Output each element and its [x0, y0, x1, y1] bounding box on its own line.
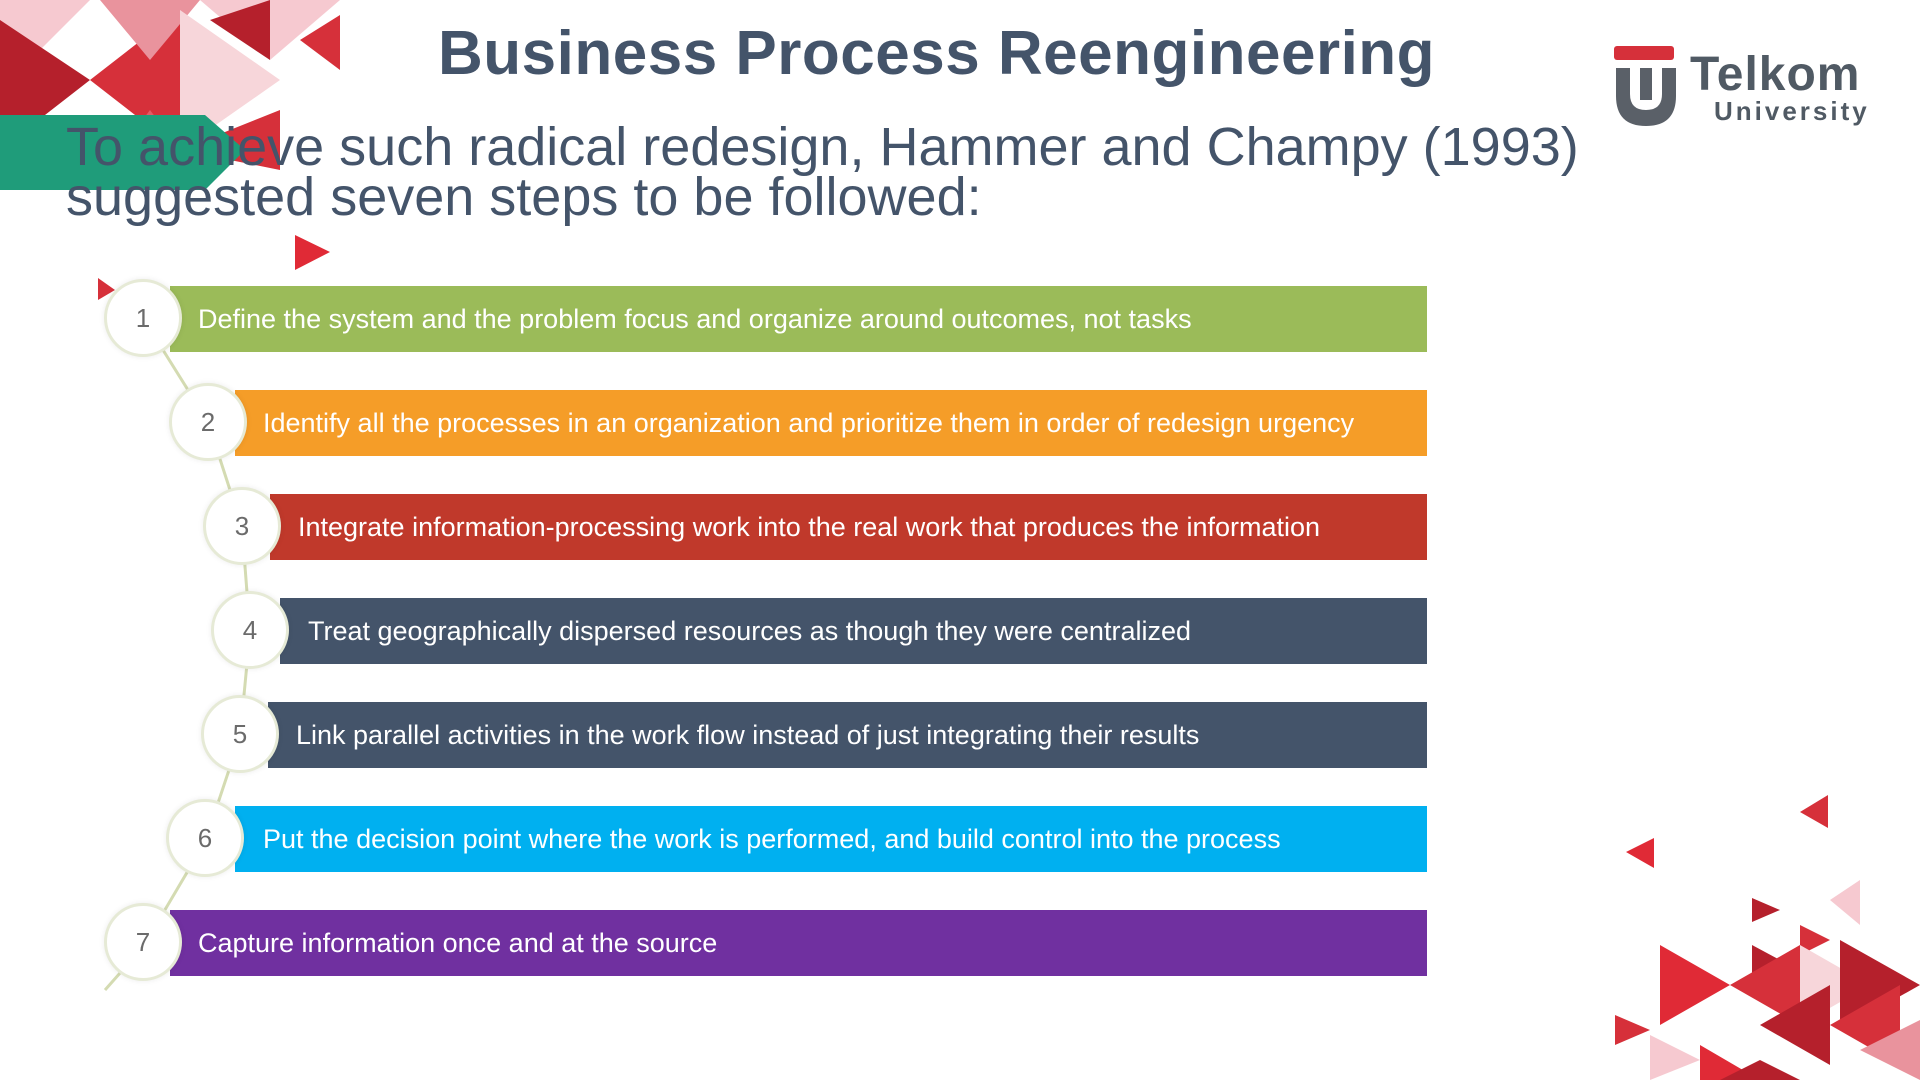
slide-subtitle: To achieve such radical redesign, Hammer…: [66, 117, 1579, 227]
step-text: Define the system and the problem focus …: [198, 303, 1192, 334]
step-bar-7: Capture information once and at the sour…: [170, 910, 1427, 976]
telkom-logo-icon: [1614, 46, 1676, 126]
step-text: Put the decision point where the work is…: [263, 823, 1281, 854]
step-bar-5: Link parallel activities in the work flo…: [268, 702, 1427, 768]
step-text: Link parallel activities in the work flo…: [296, 719, 1200, 750]
step-bar-1: Define the system and the problem focus …: [170, 286, 1427, 352]
step-number-6: 6: [166, 799, 244, 877]
step-number-2: 2: [169, 383, 247, 461]
step-text: Treat geographically dispersed resources…: [308, 615, 1191, 646]
step-number-1: 1: [104, 279, 182, 357]
step-bar-4: Treat geographically dispersed resources…: [280, 598, 1427, 664]
step-text: Integrate information-processing work in…: [298, 511, 1321, 542]
step-number-3: 3: [203, 487, 281, 565]
logo-name: Telkom: [1690, 48, 1861, 101]
step-text: Capture information once and at the sour…: [198, 927, 718, 958]
step-bar-2: Identify all the processes in an organiz…: [235, 390, 1427, 456]
step-bar-3: Integrate information-processing work in…: [270, 494, 1427, 560]
step-bar-6: Put the decision point where the work is…: [235, 806, 1427, 872]
step-number-4: 4: [211, 591, 289, 669]
logo-subtitle: University: [1714, 96, 1870, 126]
slide-title: Business Process Reengineering: [438, 19, 1436, 88]
step-text: Identify all the processes in an organiz…: [263, 407, 1355, 438]
telkom-university-logo: Telkom University: [1612, 44, 1872, 134]
step-number-5: 5: [201, 695, 279, 773]
step-number-7: 7: [104, 903, 182, 981]
